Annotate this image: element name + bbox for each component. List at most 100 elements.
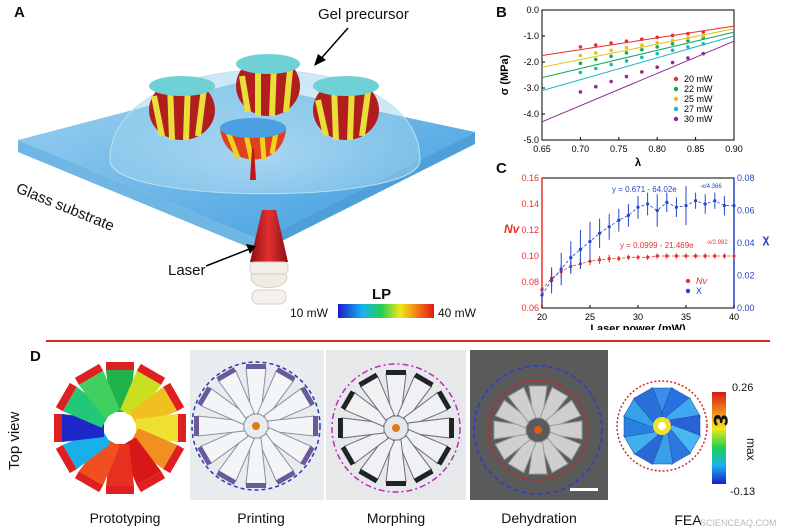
prototype-petal	[120, 437, 166, 493]
fit-equation-chi: y = 0.671 - 64.02e	[612, 185, 677, 194]
photo-petal	[545, 431, 582, 461]
data-point	[578, 61, 583, 66]
x-axis-label: λ	[635, 157, 641, 169]
fit-equation-nv: y = 0.0999 - 21.469e	[620, 241, 694, 250]
legend-marker	[673, 86, 679, 92]
petal-shape	[507, 386, 537, 423]
legend-label: 22 mW	[684, 84, 713, 94]
data-point	[646, 255, 650, 259]
petal-shape	[539, 386, 569, 423]
data-point	[694, 199, 698, 203]
legend-marker	[673, 96, 679, 102]
capsule-3	[313, 76, 379, 141]
prototype-petal	[129, 428, 185, 474]
panel-c-letter: C	[496, 160, 507, 177]
fit-line	[541, 25, 735, 56]
printing-photo	[190, 350, 324, 500]
center-hole	[105, 413, 135, 443]
data-point	[640, 37, 644, 41]
prototype-petal	[74, 437, 120, 493]
data-point	[655, 40, 659, 45]
data-point	[701, 51, 706, 56]
right-tick-label: 0.00	[737, 303, 755, 313]
petal-tip	[136, 471, 166, 493]
data-point	[670, 38, 675, 43]
data-point	[607, 257, 611, 261]
petal-tip	[106, 362, 134, 370]
top-view-label: Top view	[6, 411, 23, 470]
photo-petal	[507, 386, 537, 423]
data-point	[609, 79, 613, 84]
photo-petal	[549, 420, 583, 440]
photo-petal	[257, 433, 296, 485]
data-point	[701, 34, 706, 38]
legend-marker	[673, 76, 679, 82]
x-tick-label: 0.70	[572, 144, 590, 154]
fea-min-label: -0.13	[730, 486, 756, 498]
right-tick-label: 0.04	[737, 238, 755, 248]
laser-label: Laser	[168, 262, 206, 279]
petal-shape	[129, 386, 178, 428]
x-tick-label: 30	[633, 312, 643, 322]
fea-model	[616, 380, 708, 472]
data-point	[578, 247, 582, 252]
data-point	[713, 254, 717, 258]
petal-tip	[106, 486, 134, 494]
petal-shape	[129, 428, 178, 470]
data-point	[626, 213, 630, 217]
x-tick-label: 0.90	[725, 144, 743, 154]
caption-dehydration: Dehydration	[501, 510, 577, 526]
data-point	[670, 60, 675, 65]
petal-tip	[178, 414, 186, 442]
plot-frame	[541, 9, 735, 141]
photo-petal	[216, 367, 255, 419]
petal-tip	[216, 470, 237, 485]
petal-tip	[216, 367, 237, 382]
photo-petal	[263, 427, 315, 466]
data-point	[559, 267, 563, 271]
petal-tip	[246, 364, 266, 369]
data-point	[674, 254, 678, 258]
petal-tip	[300, 445, 315, 466]
fea-colorbar	[712, 392, 726, 484]
data-point	[578, 53, 583, 58]
lp-min-label: 10 mW	[290, 306, 329, 320]
photo-petal	[545, 399, 582, 429]
photo-petal	[407, 417, 454, 439]
data-point	[670, 48, 675, 53]
petal-tip	[386, 370, 406, 375]
photo-petal	[539, 386, 569, 423]
photo-petal	[263, 386, 315, 425]
fea-subscript: max	[744, 438, 758, 461]
data-point	[713, 199, 717, 203]
prototype-petal	[55, 428, 111, 474]
fit-line	[541, 35, 735, 92]
photo-petal	[197, 386, 249, 425]
data-point	[686, 56, 690, 60]
petal-tip	[136, 363, 166, 385]
data-point	[598, 231, 602, 235]
panel-a-letter: A	[14, 4, 25, 21]
morphing-photo	[326, 350, 466, 500]
petal-tip	[275, 470, 296, 485]
data-point	[640, 47, 644, 52]
data-point	[617, 257, 621, 261]
data-point	[588, 259, 592, 263]
petal-shape	[78, 370, 120, 419]
fit-exponent-nv: -x/2.982	[706, 240, 728, 246]
data-point	[617, 218, 621, 222]
data-point	[670, 33, 675, 38]
petal-tip	[300, 386, 315, 407]
laser-stand	[249, 210, 289, 305]
x-tick-label: 20	[537, 312, 547, 322]
petal-tip	[194, 416, 199, 436]
data-point	[686, 45, 690, 49]
left-tick-label: 0.16	[521, 173, 539, 183]
caption-fea: FEA	[674, 512, 702, 528]
panel-d-letter: D	[30, 348, 41, 365]
photo-petal	[267, 415, 318, 437]
fit-line	[541, 28, 735, 68]
data-point	[655, 45, 659, 49]
